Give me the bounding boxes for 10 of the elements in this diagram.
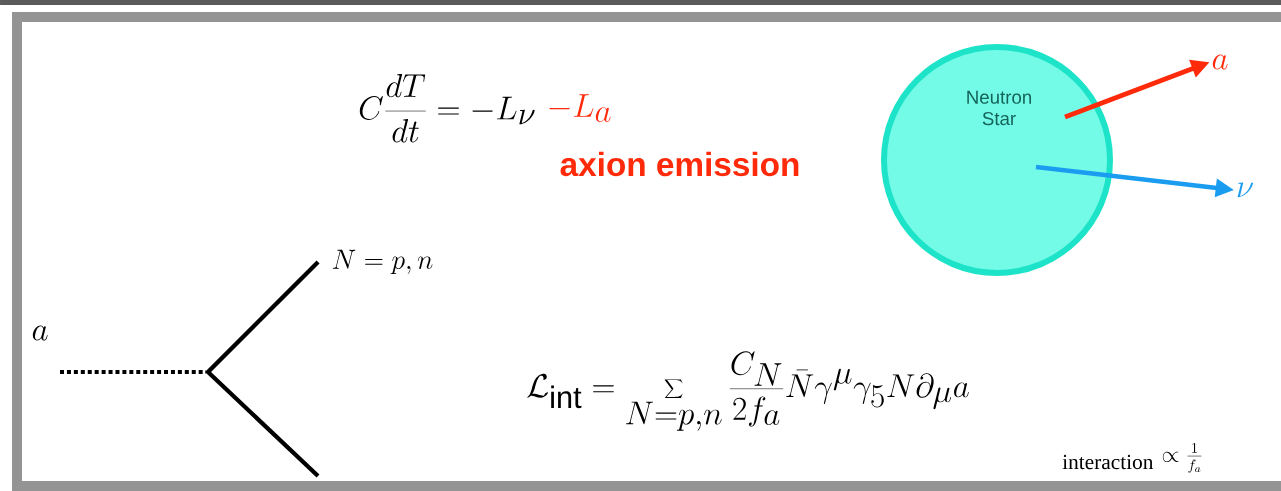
particle-label: $a$ [32, 325, 48, 341]
note-text: interaction [1062, 454, 1154, 470]
main-equation: $C\frac{dT}{dt} = -L_\nu$ [359, 73, 535, 143]
particle-label: $N = p, n$ [332, 249, 433, 275]
note-formula: $\propto \frac{1}{f_a}$ [1162, 443, 1202, 473]
equation-term: $-L_a$ [549, 94, 611, 123]
particle-label: $\nu$ [1237, 182, 1253, 198]
annotation-text: axion emission [560, 151, 799, 177]
particle-label: $a$ [1212, 54, 1228, 70]
lagrangian-equation: $\mathcal{L}_{\rm int} = \sum_{N=p,n} \frac{C_N}{2f_a} \bar{N}\gamma^\mu\gamma_5 N\partial_\mu a$ [527, 351, 969, 431]
